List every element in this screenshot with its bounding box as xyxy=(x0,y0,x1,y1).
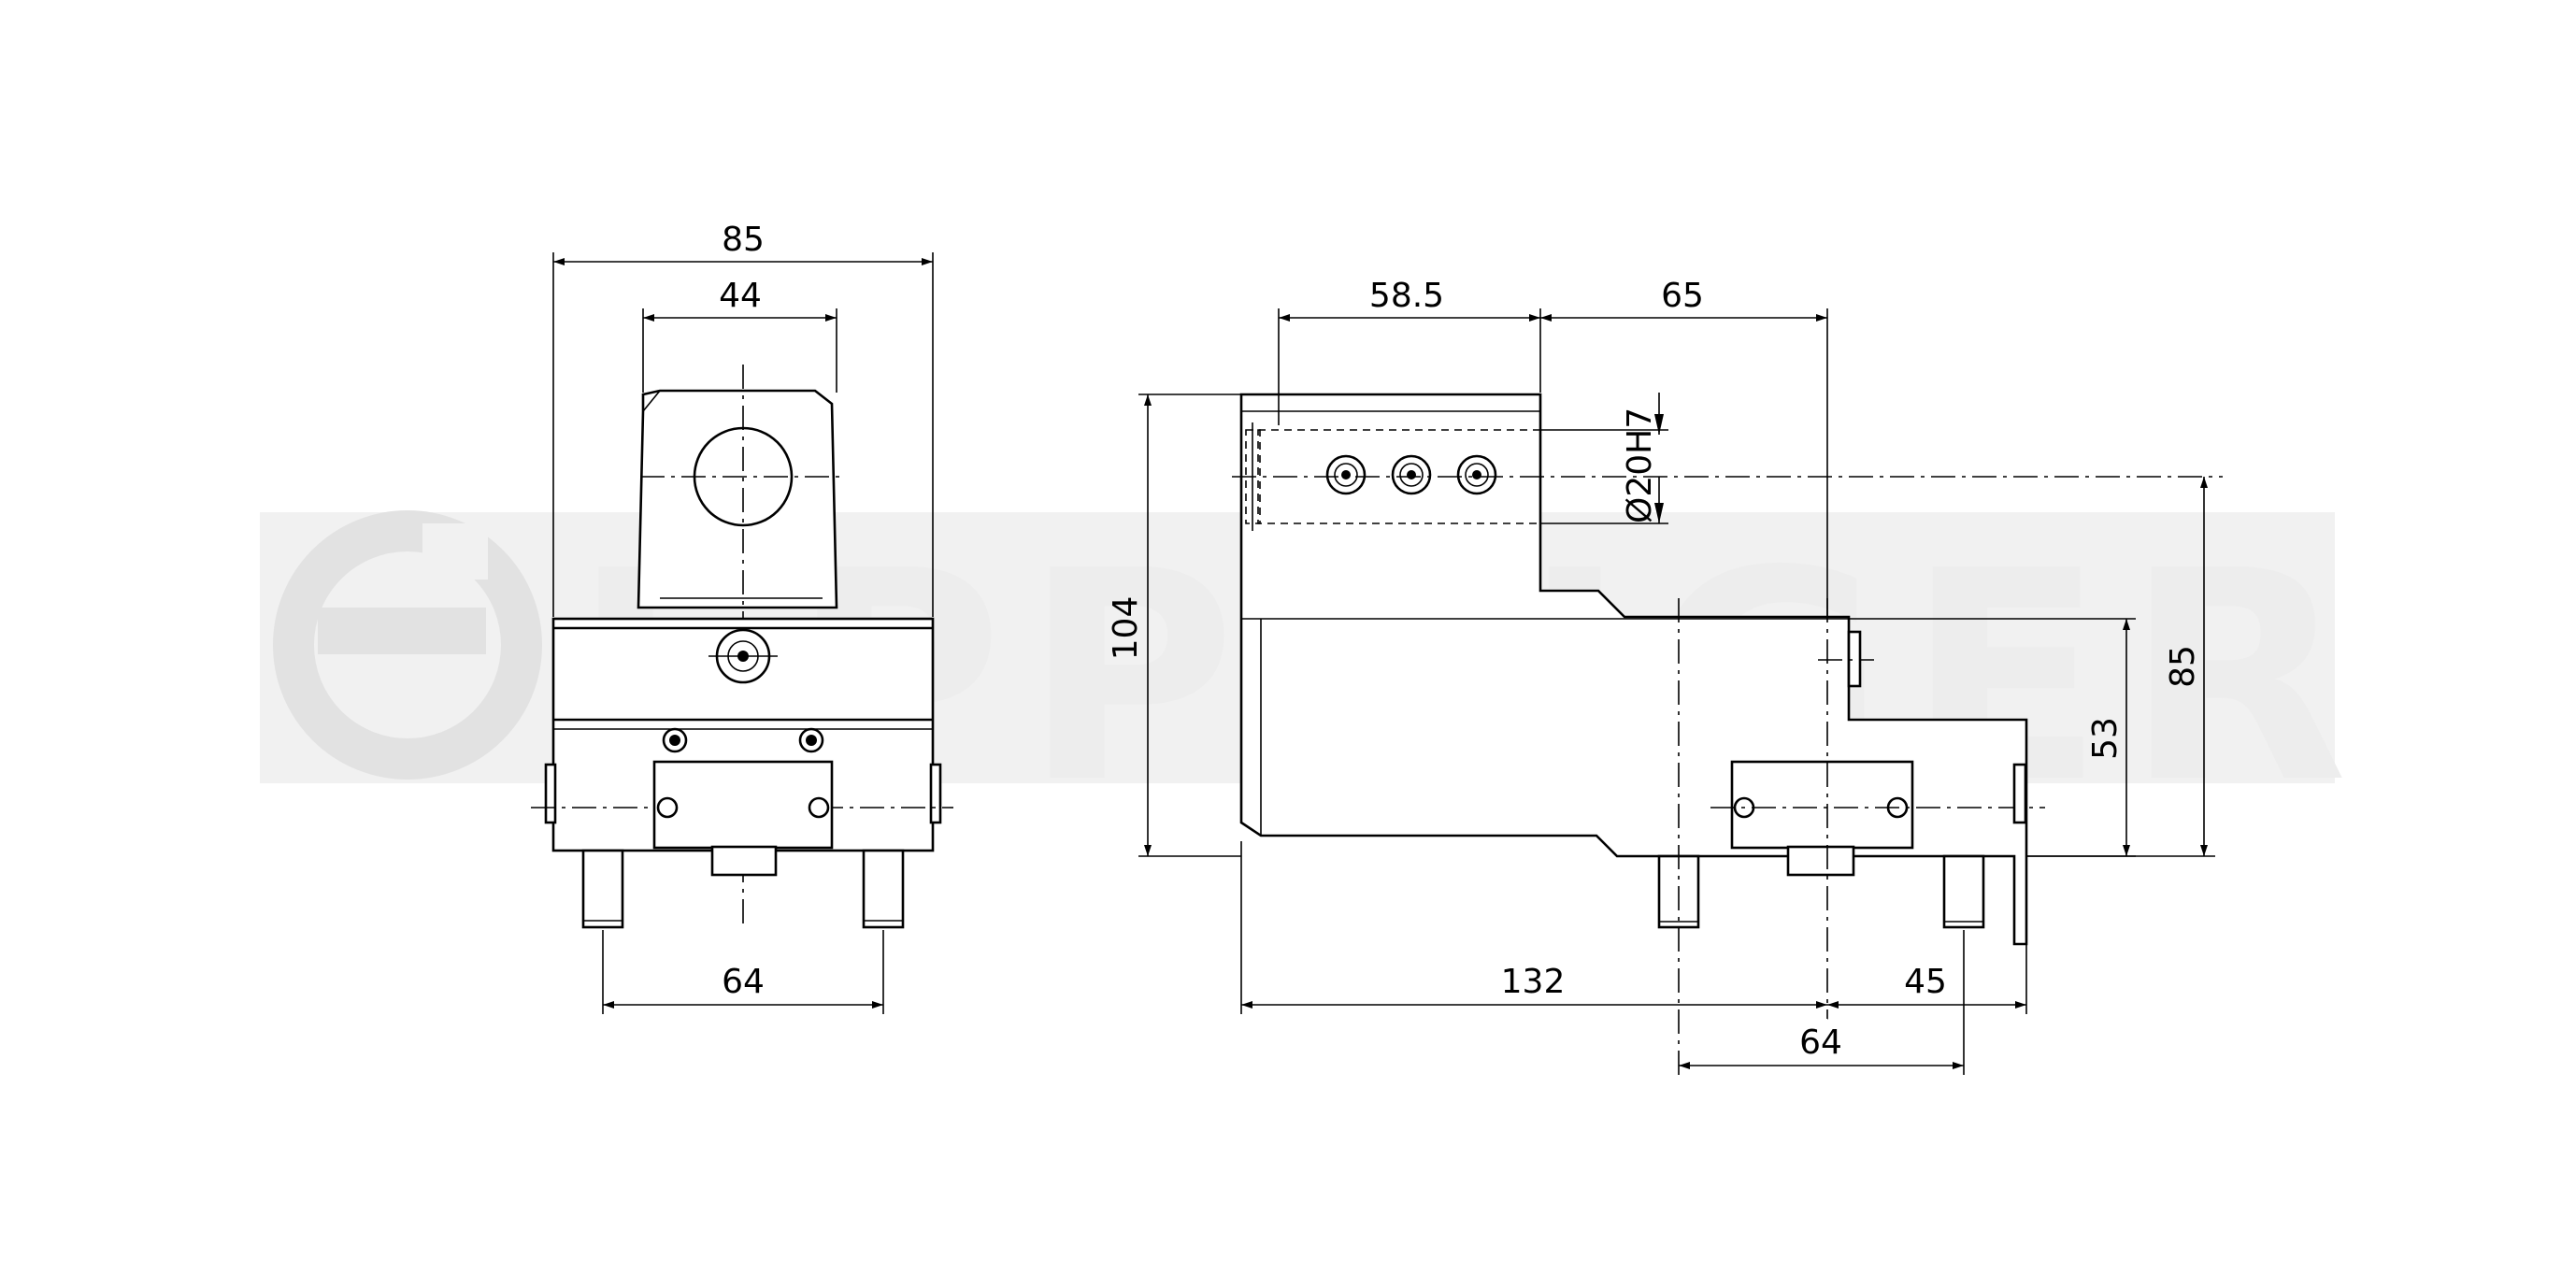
dim-overall-height: 104 xyxy=(1107,596,1145,661)
dim-body-height: 53 xyxy=(2086,717,2125,760)
eppinger-logo-icon xyxy=(273,510,542,780)
dim-bore-diameter: Ø20H7 xyxy=(1621,408,1659,523)
front-pin-right xyxy=(862,849,905,929)
dim-overall-length: 132 xyxy=(1501,963,1566,1001)
front-pin-left xyxy=(581,849,624,929)
front-view: 85 44 64 xyxy=(531,221,953,1014)
dim-axis-height: 85 xyxy=(2164,645,2202,688)
side-lower-plate xyxy=(1730,760,1914,850)
dim-bore-offset: 58.5 xyxy=(1369,277,1444,315)
dim-side-pin-spacing: 64 xyxy=(1799,1023,1842,1062)
front-clamp-block xyxy=(637,389,838,609)
front-lower-plate xyxy=(652,760,834,850)
front-screw-right xyxy=(798,727,824,753)
dim-axis-to-end: 45 xyxy=(1904,963,1947,1001)
dim-overall-width: 85 xyxy=(722,221,765,259)
side-pin-right xyxy=(1942,854,1985,929)
side-view: 58.5 65 Ø20H7 104 53 85 132 xyxy=(1107,277,2223,1075)
front-screw-left xyxy=(662,727,688,753)
side-screws xyxy=(1325,454,1497,495)
dim-front-pin-spacing: 64 xyxy=(722,963,765,1001)
dim-clamp-width: 44 xyxy=(719,277,762,315)
dim-clamp-to-axis: 65 xyxy=(1661,277,1704,315)
